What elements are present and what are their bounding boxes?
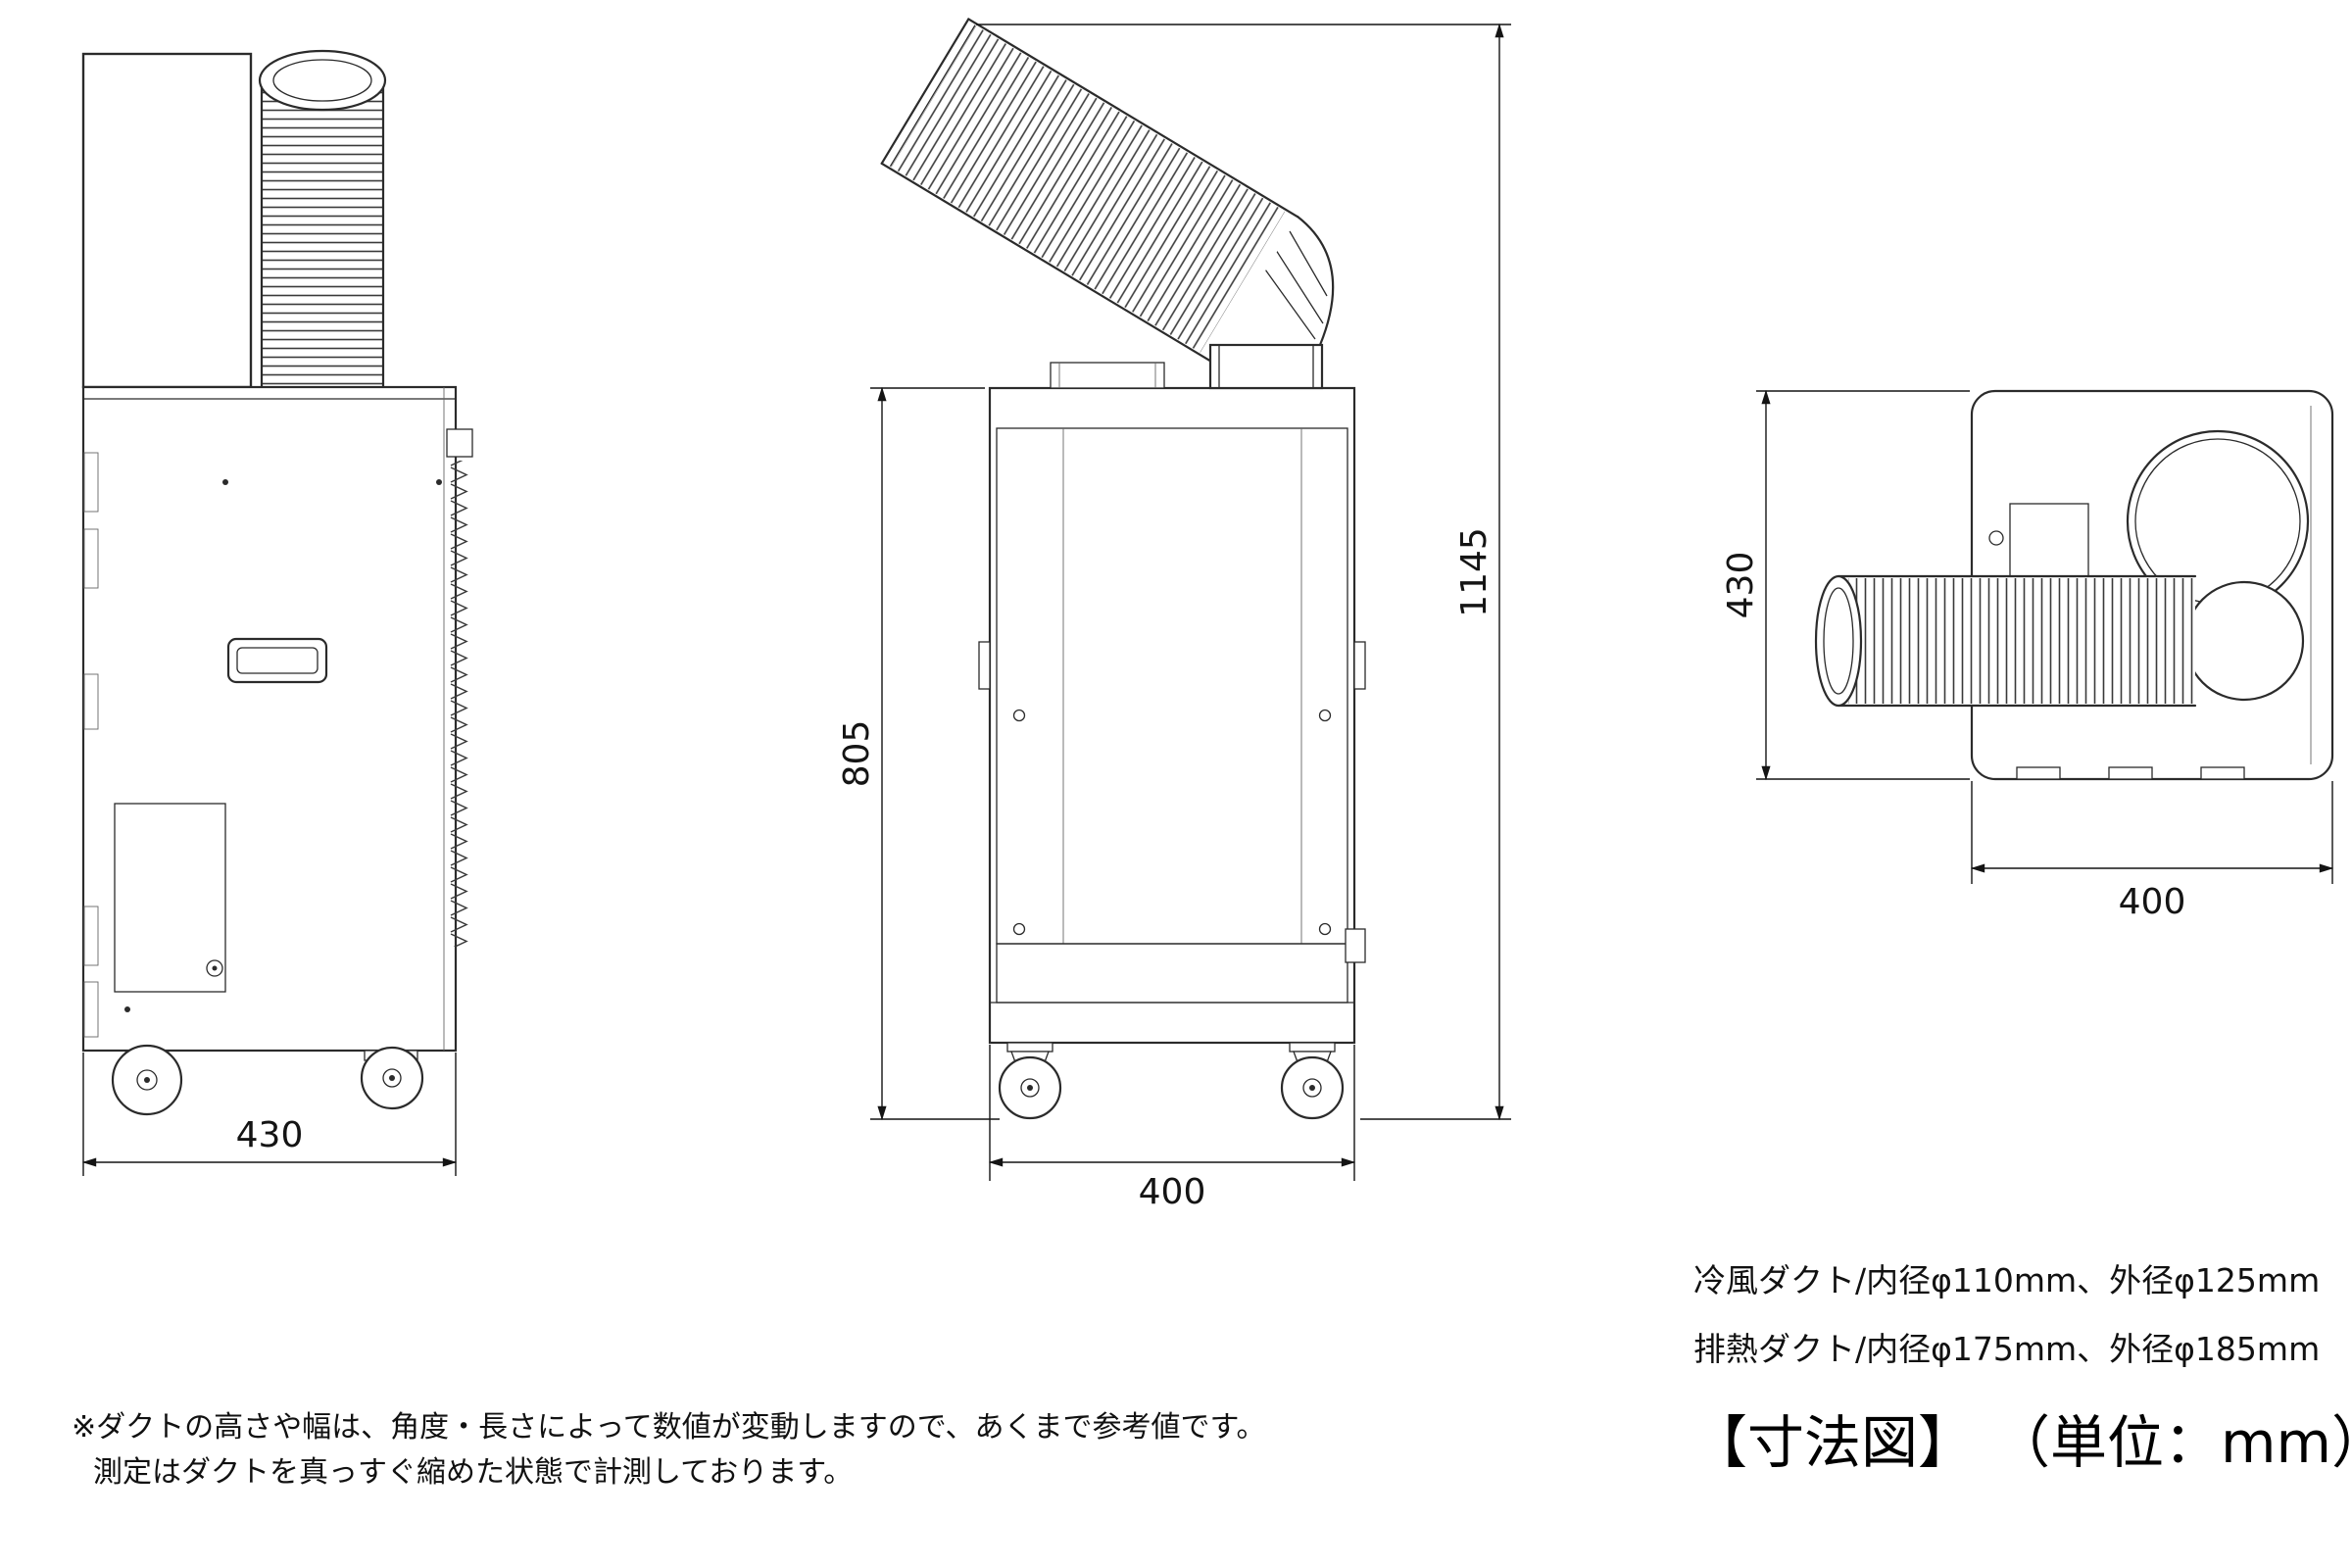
front-side-tab-right bbox=[1353, 641, 1366, 690]
side-dim-width: 430 bbox=[81, 1053, 458, 1176]
side-exhaust-duct bbox=[258, 49, 387, 389]
screw-dot bbox=[436, 479, 442, 485]
front-body bbox=[978, 362, 1366, 1045]
top-depth-label: 430 bbox=[1721, 552, 1761, 619]
top-duct-collar bbox=[2183, 580, 2305, 702]
front-body-height-label: 805 bbox=[837, 720, 877, 788]
front-bottom-louvers bbox=[990, 928, 1366, 1004]
front-cold-duct-collar bbox=[1050, 362, 1165, 389]
top-exhaust-duct bbox=[1814, 574, 2197, 708]
front-view: 805 1145 400 bbox=[837, 18, 1511, 1212]
duct-spec-block: 冷風ダクト/内径φ110mm、外径φ125mm 排熱ダクト/内径φ175mm、外… bbox=[1693, 1261, 2320, 1368]
power-cord-zigzag bbox=[446, 428, 473, 947]
front-dim-body-height: 805 bbox=[837, 386, 1000, 1121]
front-exhaust-duct-collar bbox=[1208, 343, 1324, 390]
front-caster-left bbox=[998, 1042, 1062, 1120]
side-view: 430 bbox=[81, 49, 473, 1176]
side-body bbox=[81, 385, 473, 1053]
note-line1: ※ダクトの高さや幅は、角度・長さによって数値が変動しますので、あくまで参考値です… bbox=[72, 1410, 1266, 1445]
note-line2: 測定はダクトを真っすぐ縮めた状態で計測しております。 bbox=[93, 1455, 853, 1490]
front-caster-right bbox=[1280, 1042, 1345, 1120]
screw-dot bbox=[124, 1006, 130, 1012]
front-exhaust-duct bbox=[880, 18, 1299, 363]
top-view: 430 400 bbox=[1721, 389, 2334, 922]
drawing-title: 【寸法図】 bbox=[1690, 1409, 1975, 1476]
top-width-label: 400 bbox=[2119, 882, 2186, 922]
front-width-label: 400 bbox=[1139, 1172, 1206, 1212]
front-side-tab-left bbox=[978, 641, 991, 690]
spec-cold-duct-text: 冷風ダクト/内径φ110mm、外径φ125mm bbox=[1693, 1261, 2320, 1299]
top-dim-width: 400 bbox=[1970, 781, 2334, 922]
front-dim-width: 400 bbox=[988, 1045, 1356, 1212]
drawing-title-block: 【寸法図】 （単位：mm） bbox=[1690, 1409, 2352, 1476]
top-fan-grille bbox=[2126, 429, 2310, 613]
side-width-label: 430 bbox=[236, 1115, 304, 1155]
side-caster-right bbox=[360, 1046, 424, 1110]
side-vent-slits bbox=[83, 452, 99, 1038]
side-caster-left bbox=[111, 1044, 183, 1116]
front-total-height-label: 1145 bbox=[1454, 527, 1494, 617]
spec-exhaust-duct-text: 排熱ダクト/内径φ175mm、外径φ185mm bbox=[1693, 1330, 2320, 1368]
side-handle-recess bbox=[226, 637, 328, 684]
top-dim-depth: 430 bbox=[1721, 389, 1970, 781]
screw-dot bbox=[222, 479, 228, 485]
top-vent-box bbox=[1988, 503, 2089, 577]
note-block: ※ダクトの高さや幅は、角度・長さによって数値が変動しますので、あくまで参考値です… bbox=[72, 1410, 1266, 1490]
front-dim-total-height: 1145 bbox=[976, 23, 1511, 1121]
drawing-unit: （単位：mm） bbox=[1993, 1409, 2352, 1476]
front-exhaust-duct-elbow bbox=[1209, 215, 1335, 364]
side-louver-panel bbox=[81, 52, 253, 389]
side-access-panel bbox=[114, 803, 226, 993]
